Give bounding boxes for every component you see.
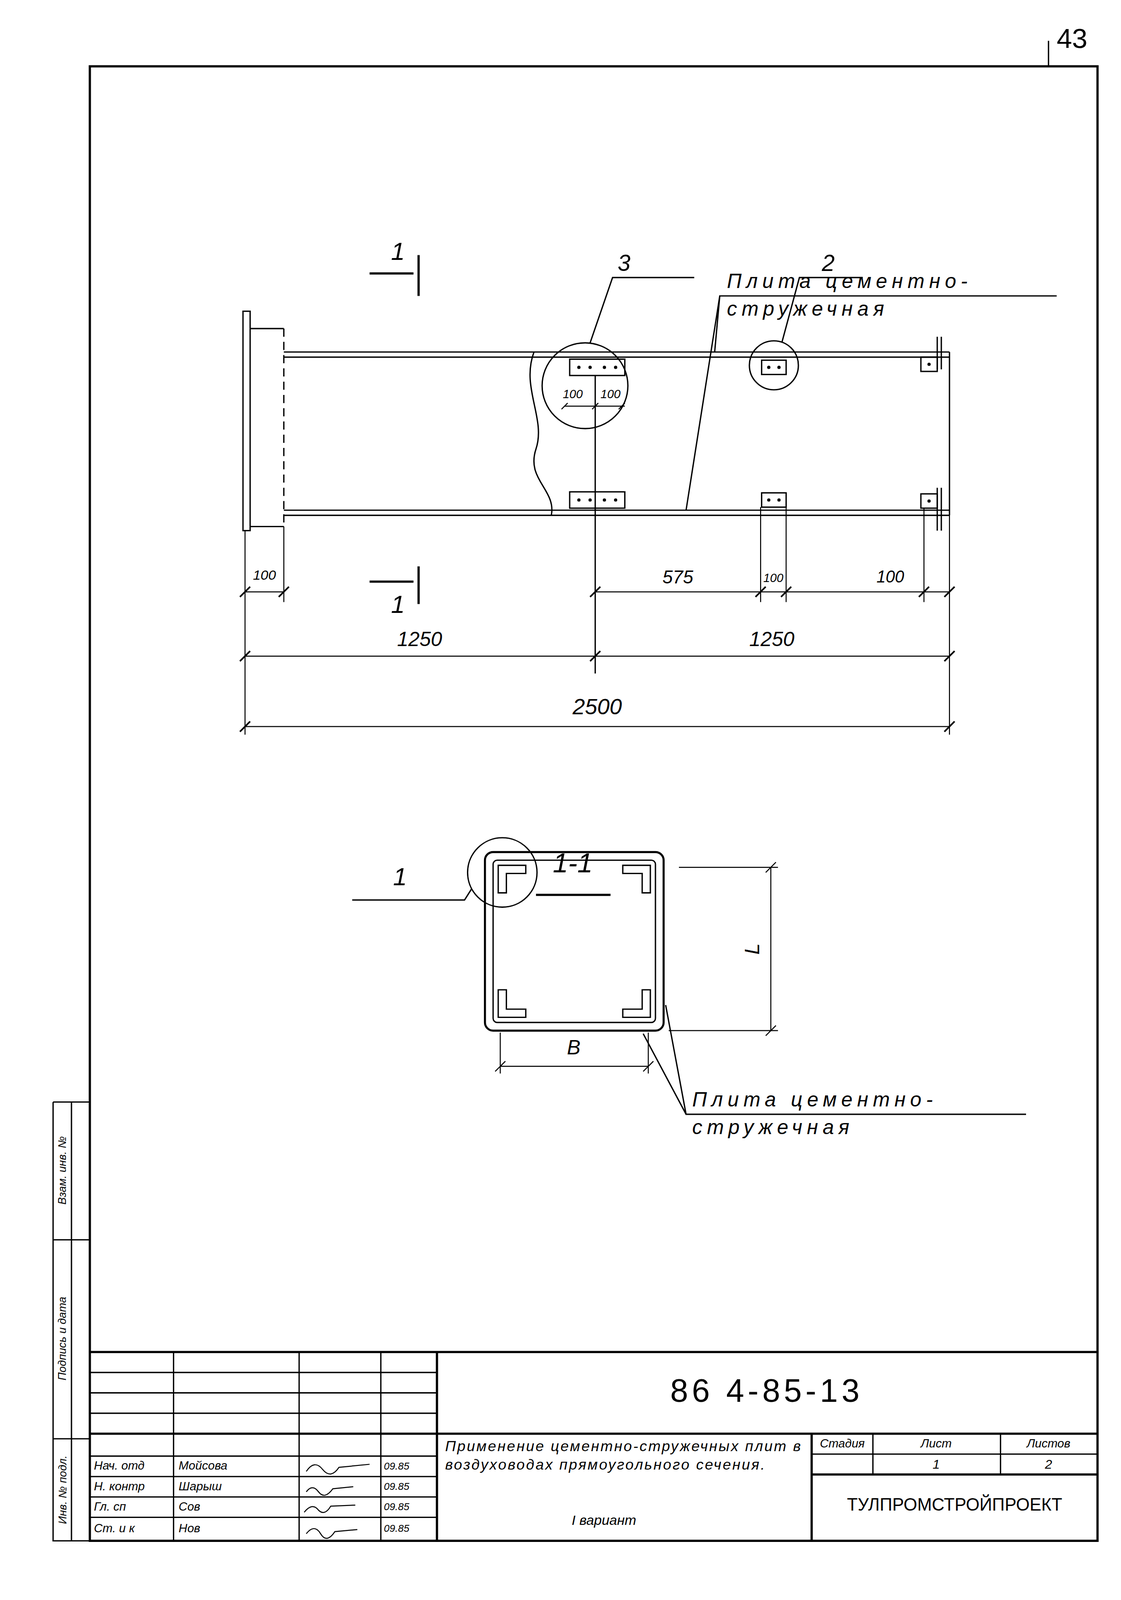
organization: ТУЛПРОМСТРОЙПРОЕКТ: [847, 1495, 1063, 1516]
dimension: 100: [253, 567, 277, 584]
detail-dimension: [561, 403, 625, 410]
dimension-ticks: [240, 586, 955, 732]
dimension: 1250: [396, 627, 443, 652]
stamp-value: 2: [1044, 1457, 1053, 1473]
dimension: 2500: [572, 694, 622, 720]
corner-bracket: [569, 359, 626, 376]
duct-section: [484, 852, 664, 1031]
break-line: [530, 352, 552, 516]
stamp-date: 09.85: [383, 1501, 410, 1513]
stamp-value: 1: [932, 1457, 940, 1473]
drawing-title: Применение цементно-стружечных плит в во…: [445, 1437, 805, 1475]
dimension: 100: [562, 387, 583, 402]
socket: [250, 328, 284, 527]
material-note: Плита цементно-стружечная: [726, 267, 1064, 323]
corner-bracket: [761, 493, 786, 508]
margin-stamp: Подпись и дата: [55, 1297, 69, 1381]
title-block-grid: [89, 1352, 1098, 1542]
section-title-underline: [536, 893, 611, 897]
material-note: Плита цементно-стружечная: [692, 1085, 1029, 1142]
rivets: [577, 362, 931, 503]
stamp-name: Сов: [178, 1500, 201, 1515]
stamp-date: 09.85: [383, 1480, 410, 1493]
page-number: 43: [1056, 22, 1088, 55]
title-block-thick: [89, 1352, 1098, 1542]
stamp-role: Ст. и к: [94, 1522, 136, 1536]
detail-circle: [749, 341, 799, 390]
dimension: 100: [600, 387, 621, 402]
dimension: 575: [662, 566, 694, 588]
dimension: L: [740, 943, 765, 955]
callout-number: 3: [617, 250, 631, 278]
socket-hidden: [283, 328, 285, 527]
page-tab: [1047, 41, 1050, 67]
section-marker: 1: [390, 236, 405, 266]
stamp-role: Нач. отд: [94, 1459, 145, 1474]
callout-number: 2: [821, 250, 835, 278]
drawing-number: 86 4-85-13: [670, 1372, 864, 1411]
leader-line: [590, 277, 695, 343]
corner-bracket: [761, 360, 786, 375]
extension-lines: [245, 507, 950, 736]
center-line: [594, 375, 596, 674]
duct-section-inner: [493, 860, 656, 1023]
leader-line: [352, 889, 472, 901]
stamp-name: Шарыш: [178, 1480, 223, 1494]
drawing-title: I вариант: [571, 1512, 637, 1529]
corner-angles: [498, 865, 651, 1018]
callout-number: 1: [393, 862, 408, 891]
dimension-b: [495, 1032, 654, 1074]
section-marker: 1: [390, 590, 405, 619]
corner-bracket: [569, 491, 626, 508]
corner-bracket: [920, 494, 938, 509]
stamp-role: Гл. сп: [94, 1500, 126, 1515]
section-title: 1-1: [552, 847, 593, 880]
margin-stamp-grid: [53, 1102, 90, 1541]
margin-stamp: Взам. инв. №: [55, 1136, 69, 1205]
detail-circle: [542, 342, 628, 429]
dimension: 100: [763, 571, 784, 586]
margin-stamp: Инв. № подл.: [55, 1455, 69, 1525]
signatures: [304, 1464, 370, 1540]
stamp-header: Листов: [1026, 1437, 1071, 1452]
stamp-name: Нов: [178, 1522, 201, 1536]
flange: [242, 311, 251, 531]
dimension-lines: [245, 591, 950, 727]
stamp-header: Стадия: [820, 1437, 865, 1452]
corner-bracket: [920, 357, 938, 372]
duct-walls: [283, 352, 950, 516]
dimension: B: [566, 1036, 581, 1060]
stamp-date: 09.85: [383, 1460, 410, 1473]
dimension: 1250: [749, 627, 795, 652]
dimension-l: [668, 862, 779, 1036]
stamp-role: Н. контр: [94, 1480, 145, 1494]
detail-circle: [467, 837, 537, 908]
stamp-header: Лист: [920, 1437, 952, 1452]
frame: [89, 66, 1098, 1542]
leader-line: [685, 295, 1057, 511]
stamp-name: Мойсова: [178, 1459, 228, 1474]
stamp-date: 09.85: [383, 1522, 410, 1535]
dimension: 100: [876, 567, 904, 587]
